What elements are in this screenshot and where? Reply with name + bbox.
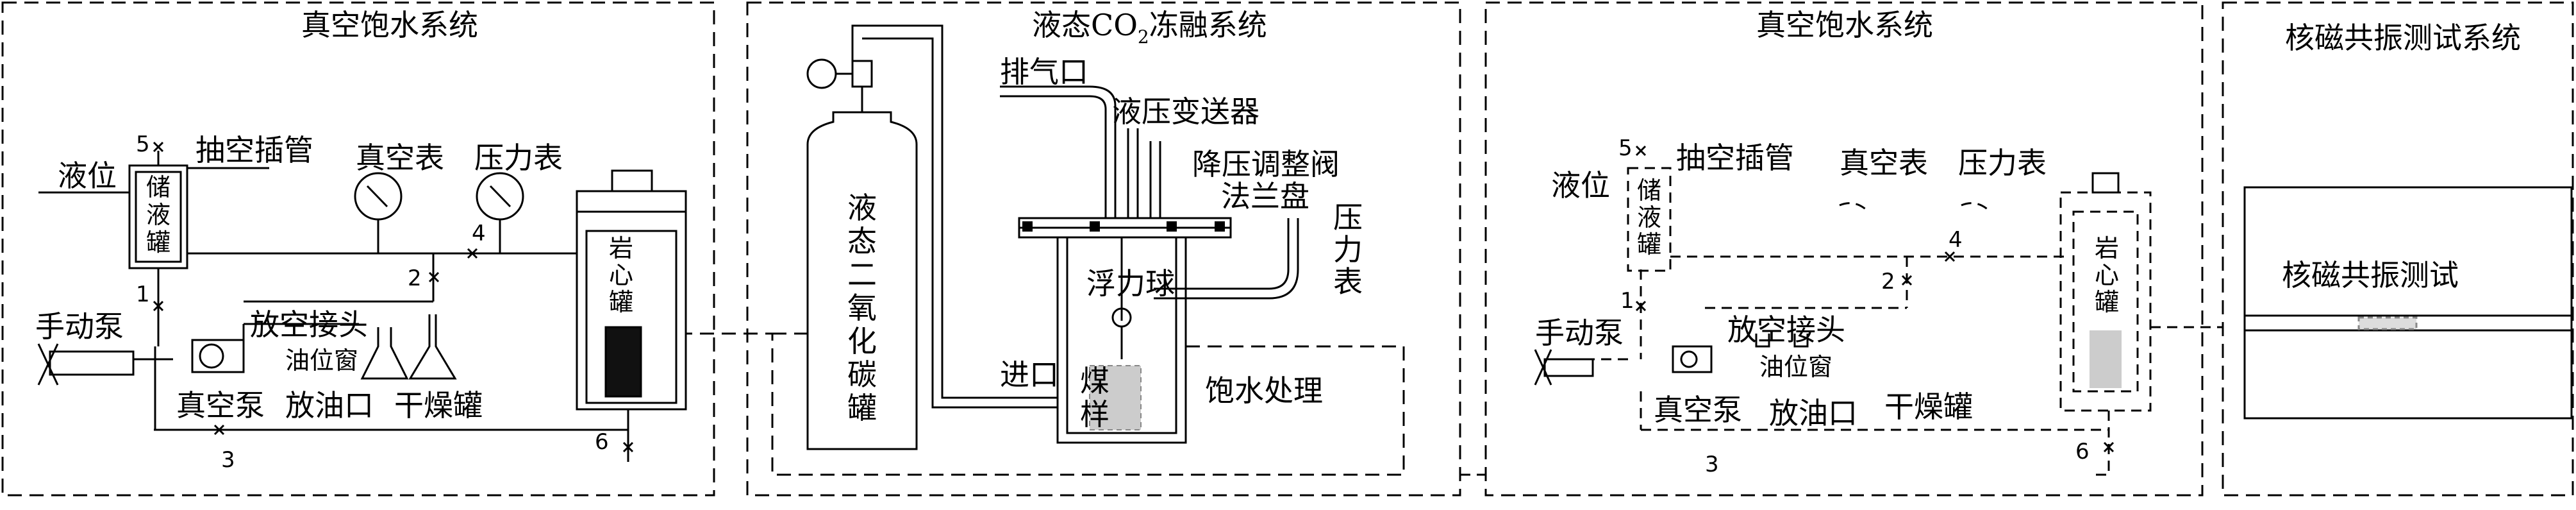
vacuum-pump-label: 真空泵 [176,388,265,423]
vacuum-right-solids [1534,145,2115,453]
nmr-test-label: 核磁共振测试 [2282,258,2459,293]
reservoir-tank-inner [135,171,182,263]
r-valve-label-4: 3 [1705,452,1719,477]
reservoir-char-2: 液 [146,201,170,229]
rock-core-sample [604,326,642,398]
co2-tank-char-7: 罐 [847,391,877,425]
panel-vacuum-right [1484,1,2204,497]
valve-label-4: 3 [221,447,235,473]
r-oil-window-label: 油位窗 [1759,353,1832,381]
co2-tank-char-6: 碳 [847,357,877,392]
rock-char-2: 心 [609,261,633,289]
oil-drain-label: 放油口 [285,388,374,423]
co2-tank-char-2: 态 [847,224,877,259]
r-pressure-gauge-label: 压力表 [1958,146,2047,180]
inlet-label: 进口 [1000,357,1059,392]
valve-1 [153,300,164,312]
co2-system [686,24,1405,476]
valve-label-3: 4 [472,221,486,246]
nmr-system [2243,186,2573,420]
r-valve-label-6: 6 [2075,439,2090,464]
r-valve-label-5: 5 [1618,135,1633,161]
dry-tank-label: 干燥罐 [394,388,483,423]
panel-title-vacuum-left: 真空饱水系统 [301,8,478,42]
valve-2 [428,271,440,283]
co2-tank-char-5: 化 [847,324,877,359]
r-dry-tank-label: 干燥罐 [1884,389,1973,424]
r-vent-joint-label: 放空接头 [1727,312,1845,347]
r-vacuum-pump-label: 真空泵 [1654,393,1742,427]
panel-vacuum-left [1,1,715,497]
valves-left [153,141,634,453]
oil-window-label: 油位窗 [285,346,358,375]
co2-gauge-char-2: 力 [1333,232,1363,267]
r-liquid-level-label: 液位 [1551,168,1610,203]
r-rock-char-2: 心 [2095,261,2119,289]
rock-char-1: 岩 [609,234,633,262]
coal-sample [1089,365,1142,430]
flange-label: 法兰盘 [1221,179,1309,214]
exhaust-label: 排气口 [1000,55,1088,89]
rock-core-tank-lid [611,169,653,192]
co2-gauge-char-3: 表 [1333,264,1363,299]
co2-gauge-char-1: 压 [1333,200,1363,235]
r-hand-pump-label: 手动泵 [1535,316,1624,350]
hand-pump-body [49,350,135,376]
r-reservoir-char-1: 储 [1637,176,1661,205]
valve-label-6: 6 [595,429,609,455]
co2-pressure-vessel [1056,237,1187,444]
panel-frames [1,1,2574,497]
dry-tank-1 [360,327,409,380]
coal-char-2: 样 [1080,397,1109,432]
nmr-instrument-box [2243,186,2573,420]
r-suction-pipe-label: 抽空插管 [1676,140,1794,175]
rock-core-tank-inner [585,230,677,404]
panel-nmr [2222,1,2574,497]
panel-co2 [746,1,1461,497]
co2-handwheel [806,58,837,89]
regulator-label: 降压调整阀 [1192,147,1340,182]
reservoir-char-1: 储 [146,173,170,201]
r-reservoir-char-2: 液 [1637,203,1661,232]
valve-label-1: 1 [136,282,150,307]
reservoir-char-3: 罐 [146,228,170,257]
valve-label-5: 5 [136,132,150,157]
panel-title-nmr: 核磁共振测试系统 [2285,21,2521,55]
vacuum-system-left [37,151,687,462]
r-rock-char-1: 岩 [2095,234,2119,262]
float-ball-label: 浮力球 [1086,266,1175,301]
panel-title-vacuum-right: 真空饱水系统 [1756,8,1933,42]
hand-pump-label: 手动泵 [35,309,124,344]
valve-6 [622,441,634,453]
r-rock-char-3: 罐 [2095,288,2119,316]
panel-title-co2: 液态CO2冻融系统 [1032,8,1267,47]
r-valve-label-1: 1 [1620,288,1634,314]
dry-tank-2 [408,314,457,380]
vacuum-system-right [1460,167,2223,476]
liquid-level-label: 液位 [58,158,117,193]
valve-4 [213,424,225,436]
pressure-gauge-label: 压力表 [474,140,563,175]
vent-joint-label: 放空接头 [250,307,368,342]
rock-char-3: 罐 [609,288,633,316]
r-vacuum-gauge-label: 真空表 [1840,146,1928,180]
vacuum-gauge-label: 真空表 [356,140,444,175]
transmitter-label: 液压变送器 [1112,94,1259,129]
r-valve-label-2: 2 [1881,269,1895,294]
valve-label-2: 2 [408,266,422,291]
suction-pipe-label: 抽空插管 [195,133,313,167]
co2-tank-char-4: 氧 [847,291,877,325]
r-valve-label-3: 4 [1949,227,1963,253]
co2-tank-char-3: 二 [847,257,877,292]
co2-tank-char-1: 液 [847,191,877,225]
valve-3 [467,248,478,259]
saturation-label: 饱水处理 [1205,373,1323,408]
r-oil-drain-label: 放油口 [1769,396,1857,430]
coal-char-1: 煤 [1080,364,1109,398]
r-reservoir-char-3: 罐 [1637,230,1661,259]
valve-5 [153,141,164,153]
co2-cylinder [806,111,918,450]
